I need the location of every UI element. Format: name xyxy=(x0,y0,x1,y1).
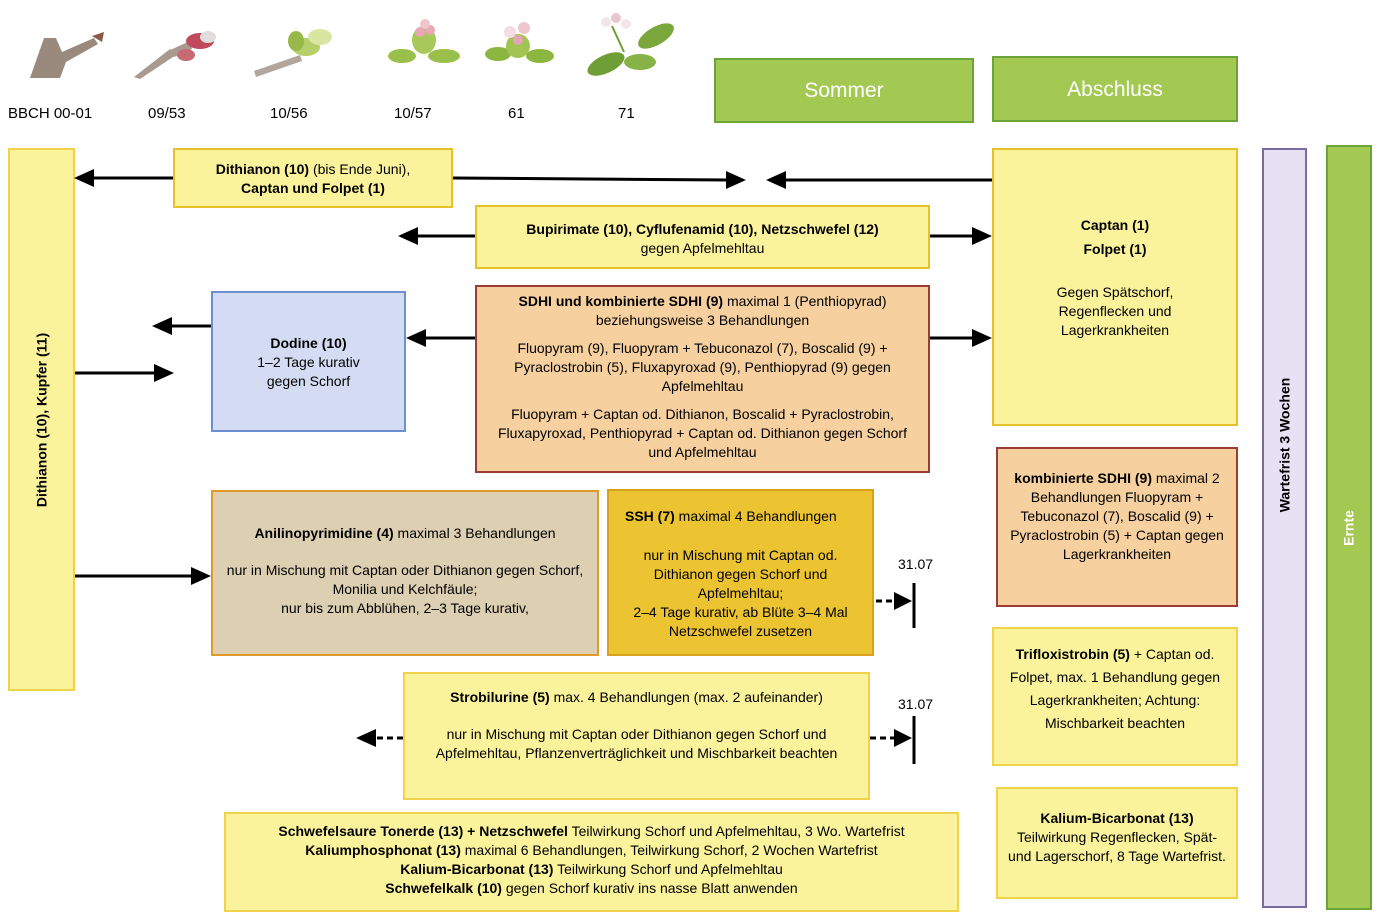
folpet-label: Folpet (1) xyxy=(1083,241,1147,257)
bupirimate-box: Bupirimate (10), Cyflufenamid (10), Netz… xyxy=(475,205,930,269)
sdhi-limit: maximal 1 (Penthiopyrad) beziehungsweise… xyxy=(595,293,887,328)
kalium-bicarbonat-box: Kalium-Bicarbonat (13) Teilwirkung Regen… xyxy=(996,787,1238,899)
header-abschluss: Abschluss xyxy=(992,56,1238,122)
kalium-right-title: Kalium-Bicarbonat (13) xyxy=(1040,810,1194,826)
dodine-curative: 1–2 Tage kurativ xyxy=(257,354,360,370)
arrow-dithianon-right xyxy=(452,176,729,182)
kombi-sdhi-note: maximal 2 Behandlungen Fluopyram + Tebuc… xyxy=(1010,470,1224,562)
captan-label: Captan (1) xyxy=(1080,217,1150,233)
dithianon-captan-box: Dithianon (10) (bis Ende Juni), Captan u… xyxy=(173,148,453,208)
bupirimate-title: Bupirimate (10), Cyflufenamid (10), Netz… xyxy=(526,221,879,237)
bare-bud-twig-icon xyxy=(30,32,104,78)
captan-folpet-label: Captan und Folpet (1) xyxy=(241,180,385,196)
kombi-sdhi-box: kombinierte SDHI (9) maximal 2 Behandlun… xyxy=(996,447,1238,607)
ssh-curative: 2–4 Tage kurativ, ab Blüte 3–4 Mal Netzs… xyxy=(633,604,848,639)
kalium-right-note: Teilwirkung Regenflecken, Spät- und Lage… xyxy=(1008,829,1226,864)
dodine-target: gegen Schorf xyxy=(266,373,351,389)
trifloxi-title: Trifloxistrobin (5) xyxy=(1015,646,1130,662)
wartefrist-bar: Wartefrist 3 Wochen xyxy=(1262,148,1307,908)
strobilurine-box: Strobilurine (5) max. 4 Behandlungen (ma… xyxy=(403,672,870,800)
strobi-end-date: 31.07 xyxy=(898,696,934,712)
anilino-mix: nur in Mischung mit Captan oder Dithiano… xyxy=(226,562,584,597)
anilino-limit: maximal 3 Behandlungen xyxy=(393,525,556,541)
sdhi-box: SDHI und kombinierte SDHI (9) maximal 1 … xyxy=(475,285,930,473)
left-bar-dithianon-kupfer: Dithianon (10), Kupfer (11) xyxy=(8,148,75,691)
kombi-sdhi-title: kombinierte SDHI (9) xyxy=(1014,470,1152,486)
sdhi-schorf: Fluopyram + Captan od. Dithianon, Boscal… xyxy=(498,406,907,460)
stage-label-2: 10/56 xyxy=(270,105,308,122)
stage-label-4: 61 xyxy=(508,105,525,122)
stage-label-5: 71 xyxy=(618,105,635,122)
strobi-limit: max. 4 Behandlungen (max. 2 aufeinander) xyxy=(549,689,823,705)
strobi-title: Strobilurine (5) xyxy=(450,689,550,705)
dodine-box: Dodine (10) 1–2 Tage kurativ gegen Schor… xyxy=(211,291,406,432)
anilino-curative: nur bis zum Abblühen, 2–3 Tage kurativ, xyxy=(281,600,529,616)
anilino-title: Anilinopyrimidine (4) xyxy=(254,525,394,541)
pink-bud-twig-icon xyxy=(388,19,460,63)
ssh-mix: nur in Mischung mit Captan od. Dithianon… xyxy=(643,547,838,601)
dodine-title: Dodine (10) xyxy=(270,335,347,351)
captan-folpet-note: Gegen Spätschorf, Regenflecken und Lager… xyxy=(1056,284,1174,338)
bupirimate-note: gegen Apfelmehltau xyxy=(640,240,765,256)
bud-burst-twig-icon xyxy=(134,31,216,79)
dithianon-note: (bis Ende Juni), xyxy=(309,161,411,177)
fruit-set-twig-icon xyxy=(587,13,674,76)
ssh-box: SSH (7) maximal 4 Behandlungen nur in Mi… xyxy=(607,489,874,656)
tonerde-note: Teilwirkung Schorf und Apfelmehltau, 3 W… xyxy=(567,823,905,839)
ssh-end-date: 31.07 xyxy=(898,556,934,572)
stage-label-3: 10/57 xyxy=(394,105,432,122)
anilinopyrimidine-box: Anilinopyrimidine (4) maximal 3 Behandlu… xyxy=(211,490,599,656)
ssh-limit: maximal 4 Behandlungen xyxy=(674,508,837,524)
bottom-treatments-box: Schwefelsaure Tonerde (13) + Netzschwefe… xyxy=(224,812,959,912)
kalium-bicarbonat-title: Kalium-Bicarbonat (13) xyxy=(400,861,554,877)
green-cluster-twig-icon xyxy=(254,29,332,77)
wartefrist-label: Wartefrist 3 Wochen xyxy=(1276,377,1292,513)
schwefelkalk-note: gegen Schorf kurativ ins nasse Blatt anw… xyxy=(501,880,798,896)
stage-label-0: BBCH 00-01 xyxy=(8,105,93,122)
header-sommer: Sommer xyxy=(714,58,974,123)
kalium-bicarbonat-note: Teilwirkung Schorf und Apfelmehltau xyxy=(553,861,783,877)
schwefelkalk-title: Schwefelkalk (10) xyxy=(385,880,502,896)
early-bloom-twig-icon xyxy=(485,22,554,63)
tonerde-title: Schwefelsaure Tonerde (13) + Netzschwefe… xyxy=(278,823,568,839)
trifloxi-note: + Captan od. Folpet, max. 1 Behandlung g… xyxy=(1009,646,1221,731)
ernte-bar: Ernte xyxy=(1326,145,1372,910)
ernte-label: Ernte xyxy=(1340,509,1357,546)
stage-label-1: 09/53 xyxy=(148,105,186,122)
kaliumphosphonat-note: maximal 6 Behandlungen, Teilwirkung Scho… xyxy=(460,842,878,858)
left-bar-label: Dithianon (10), Kupfer (11) xyxy=(33,332,49,507)
sdhi-mehltau: Fluopyram (9), Fluopyram + Tebuconazol (… xyxy=(514,340,891,394)
trifloxistrobin-box: Trifloxistrobin (5) + Captan od. Folpet,… xyxy=(992,627,1238,766)
dithianon-title: Dithianon (10) xyxy=(215,161,310,177)
captan-folpet-box: Captan (1) Folpet (1) Gegen Spätschorf, … xyxy=(992,148,1238,426)
ssh-title: SSH (7) xyxy=(625,508,675,524)
strobi-mix: nur in Mischung mit Captan oder Dithiano… xyxy=(435,726,838,761)
kaliumphosphonat-title: Kaliumphosphonat (13) xyxy=(305,842,461,858)
sdhi-title: SDHI und kombinierte SDHI (9) xyxy=(518,293,724,309)
